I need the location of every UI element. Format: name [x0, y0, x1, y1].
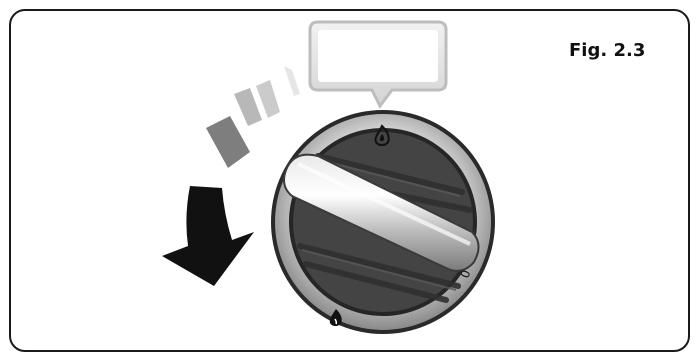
- arc-segment-1: [284, 66, 300, 96]
- flame-small-icon: [329, 309, 342, 326]
- turn-direction-arrow: [162, 186, 254, 286]
- rotation-arc: [206, 66, 300, 168]
- flame-large-icon: [374, 124, 390, 146]
- knob-handle: [283, 153, 480, 272]
- arc-segment-4: [206, 116, 250, 168]
- callout-bubble: [308, 20, 448, 109]
- figure-label: Fig. 2.3: [569, 40, 646, 61]
- arc-segment-3: [234, 88, 262, 126]
- off-marker: 0: [458, 268, 474, 280]
- arc-segment-2: [256, 80, 280, 118]
- control-knob: [271, 110, 495, 334]
